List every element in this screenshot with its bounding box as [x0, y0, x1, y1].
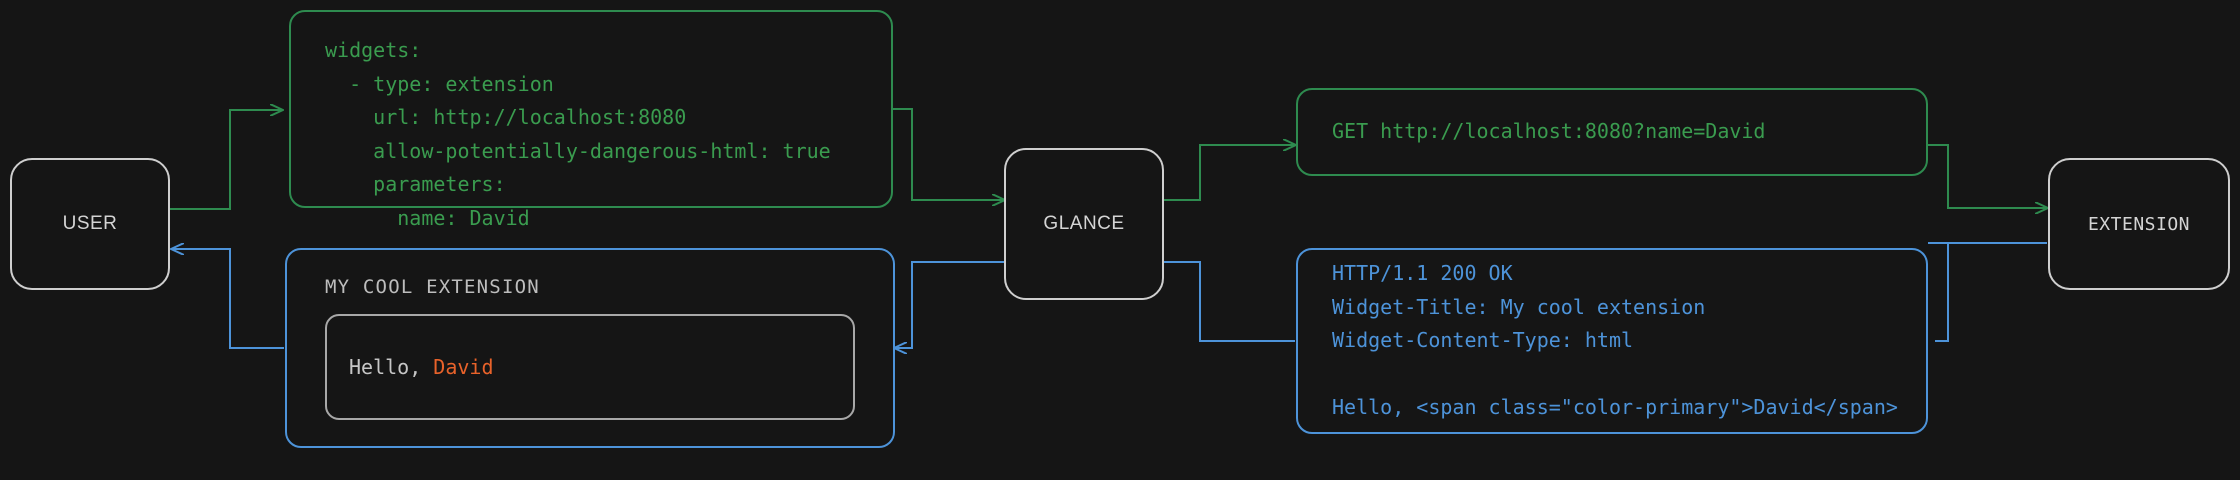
- panel-widget-preview: MY COOL EXTENSION Hello, David: [285, 248, 895, 448]
- widget-greeting-prefix: Hello,: [349, 355, 434, 379]
- edge-widget-to-user: [172, 249, 284, 349]
- response-text: HTTP/1.1 200 OK Widget-Title: My cool ex…: [1332, 261, 1898, 420]
- widget-title: MY COOL EXTENSION: [325, 276, 540, 298]
- widget-greeting-accent: David: [433, 355, 494, 379]
- edge-request-to-extension: [1928, 144, 2047, 208]
- node-user-label: USER: [62, 213, 118, 234]
- panel-request: GET http://localhost:8080?name=David: [1296, 88, 1928, 176]
- edge-user-to-config: [170, 110, 282, 210]
- edge-config-to-glance: [893, 108, 1004, 200]
- node-extension-label: EXTENSION: [2087, 213, 2191, 235]
- edge-extension-to-response-elbow: [1935, 243, 1949, 342]
- panel-response: HTTP/1.1 200 OK Widget-Title: My cool ex…: [1296, 248, 1928, 434]
- edge-glance-to-widget: [895, 261, 1004, 348]
- node-extension[interactable]: EXTENSION: [2048, 158, 2230, 290]
- node-glance-label: GLANCE: [1043, 213, 1125, 234]
- config-yaml-text: widgets: - type: extension url: http://l…: [325, 38, 831, 230]
- widget-body: Hello, David: [325, 314, 855, 420]
- widget-greeting: Hello, David: [349, 355, 494, 379]
- panel-config: widgets: - type: extension url: http://l…: [289, 10, 893, 230]
- request-text: GET http://localhost:8080?name=David: [1332, 119, 1766, 144]
- node-glance[interactable]: GLANCE: [1004, 148, 1164, 300]
- node-user[interactable]: USER: [10, 158, 170, 290]
